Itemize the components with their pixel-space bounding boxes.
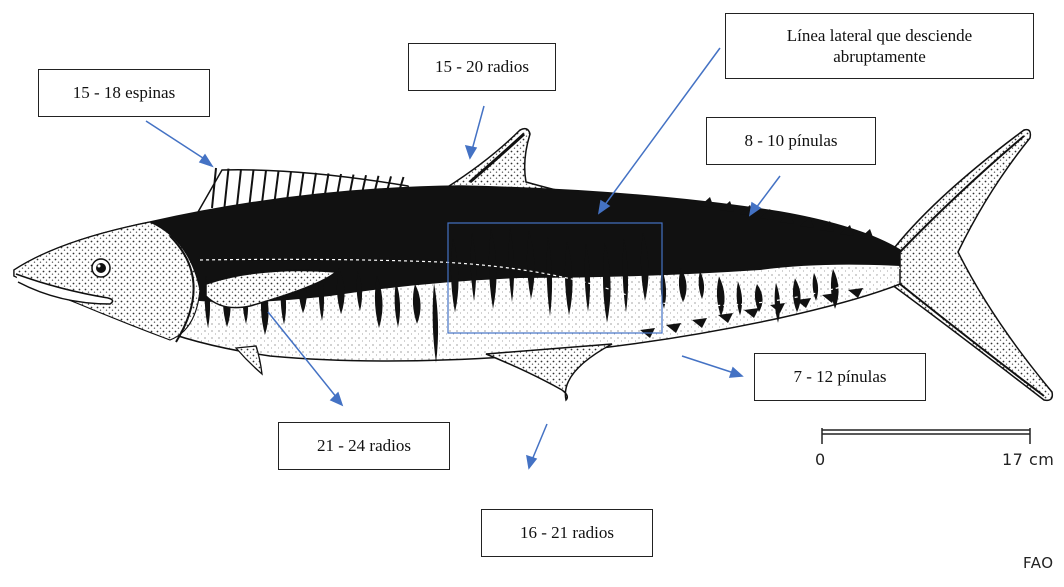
label-lateral-line: Línea lateral que desciende abruptamente — [725, 13, 1034, 79]
label-dorsal-finlets: 8 - 10 pínulas — [706, 117, 876, 165]
arrow-dorsal-spines — [146, 121, 212, 166]
label-anal-rays-text: 16 - 21 radios — [520, 522, 614, 543]
label-dorsal-finlets-text: 8 - 10 pínulas — [744, 130, 837, 151]
scale-start-label: 0 — [815, 450, 826, 469]
label-second-dorsal-rays: 15 - 20 radios — [408, 43, 556, 91]
label-dorsal-spines: 15 - 18 espinas — [38, 69, 210, 117]
label-pectoral-rays: 21 - 24 radios — [278, 422, 450, 470]
label-anal-finlets-text: 7 - 12 pínulas — [793, 366, 886, 387]
credit-label: FAO — [1023, 554, 1054, 572]
label-dorsal-spines-text: 15 - 18 espinas — [73, 82, 175, 103]
arrow-lateral-line — [599, 48, 720, 213]
label-pectoral-rays-text: 21 - 24 radios — [317, 435, 411, 456]
label-lateral-line-text-1: Línea lateral que desciende — [787, 25, 972, 46]
arrow-anal-rays — [527, 424, 547, 468]
anal-fin — [486, 344, 612, 400]
second-dorsal-fin — [446, 129, 556, 190]
label-anal-finlets: 7 - 12 pínulas — [754, 353, 926, 401]
arrow-second-dorsal-rays — [466, 106, 484, 158]
label-anal-rays: 16 - 21 radios — [481, 509, 653, 557]
scale-bar — [822, 428, 1030, 444]
label-lateral-line-text-2: abruptamente — [833, 46, 926, 67]
arrow-anal-finlets — [682, 356, 742, 377]
scale-end-label: 17 cm — [1002, 450, 1054, 469]
label-second-dorsal-rays-text: 15 - 20 radios — [435, 56, 529, 77]
